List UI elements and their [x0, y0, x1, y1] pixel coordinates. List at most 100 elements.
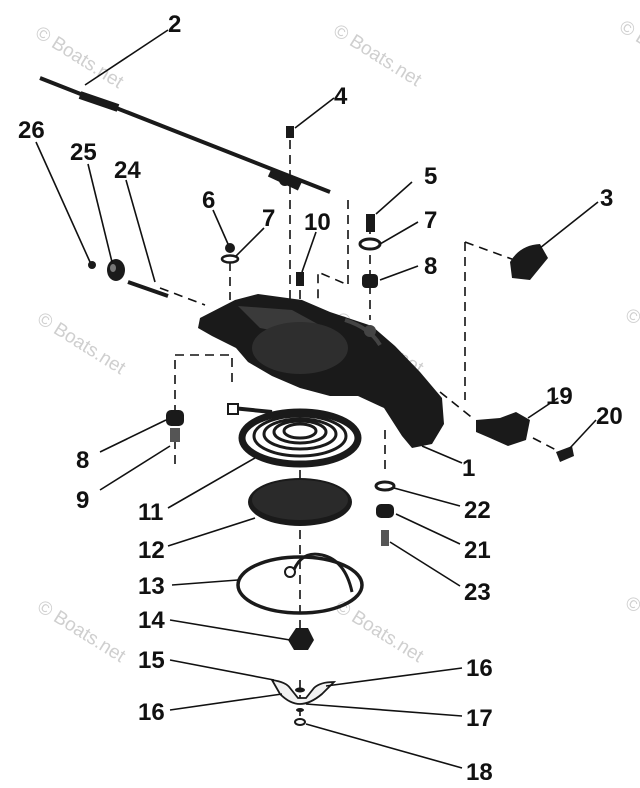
part-18-screw	[294, 718, 306, 726]
watermark-top-left: © Boats.net	[31, 22, 127, 93]
leader-14	[169, 619, 291, 641]
part-15-retainer	[270, 678, 337, 705]
part-8-spacer-right	[362, 274, 378, 288]
leader-9	[99, 445, 171, 491]
watermark-mid-left: © Boats.net	[33, 308, 129, 379]
watermark-bottom-left: © Boats.net	[33, 596, 129, 667]
leader-18	[305, 723, 463, 769]
guide-line-clip-20	[532, 437, 561, 453]
guide-line-spacer-8	[175, 354, 233, 385]
part-5-bolt	[366, 214, 375, 232]
callout-6: 6	[202, 187, 215, 214]
callout-8-right: 8	[424, 253, 437, 280]
leader-5	[375, 181, 413, 215]
leader-6	[212, 209, 229, 245]
callout-7-right: 7	[424, 207, 437, 234]
leader-2	[84, 29, 169, 86]
callout-16-right: 16	[466, 655, 493, 682]
watermark-top-center: © Boats.net	[329, 20, 425, 91]
callout-22: 22	[464, 497, 491, 524]
callout-18: 18	[466, 759, 493, 786]
guide-line-pawl-19	[439, 391, 476, 421]
leader-1	[421, 445, 463, 464]
part-7-washer-right	[358, 237, 382, 251]
callout-10: 10	[304, 209, 331, 236]
leader-24	[125, 179, 156, 283]
callout-23: 23	[464, 579, 491, 606]
assembly-guide-lines	[159, 140, 561, 716]
callout-8-left: 8	[76, 447, 89, 474]
part-12-pulley	[248, 478, 352, 526]
part-8-spacer-left	[166, 410, 184, 426]
part-9-bolt	[170, 428, 180, 442]
leader-20	[569, 419, 597, 449]
leader-7-right	[379, 221, 419, 245]
leader-lines	[35, 29, 599, 769]
callout-7-left: 7	[262, 205, 275, 232]
watermark-bottom-center: © Boats.net	[331, 596, 427, 667]
part-17-washer	[296, 708, 304, 712]
leader-8-right	[379, 265, 419, 281]
leader-11	[167, 457, 256, 509]
leader-10	[301, 231, 317, 273]
leader-15	[169, 659, 275, 681]
part-7-washer-left	[220, 254, 240, 264]
callout-11: 11	[138, 499, 163, 526]
watermark-bottom-right: © Boats.net	[621, 592, 640, 663]
part-19-pawl	[476, 412, 530, 446]
callout-26: 26	[18, 117, 45, 144]
leader-19	[527, 397, 559, 419]
leader-4	[294, 97, 335, 129]
leader-25	[87, 163, 113, 263]
part-10-screw	[296, 272, 304, 286]
watermark-top-right: © Boats.net	[615, 16, 640, 87]
part-23-bolt	[381, 530, 389, 546]
callout-21: 21	[464, 537, 491, 564]
guide-line-handle-top	[464, 241, 521, 263]
part-1-starter-housing	[198, 294, 444, 448]
leader-21	[395, 513, 461, 545]
callout-4: 4	[334, 83, 348, 110]
part-22-washer	[374, 480, 396, 492]
part-24-rod	[127, 280, 169, 298]
callout-20: 20	[596, 403, 623, 430]
leader-3	[539, 201, 599, 249]
part-14-drive-cam	[288, 628, 314, 650]
callout-9: 9	[76, 487, 89, 514]
callout-15: 15	[138, 647, 165, 674]
leader-8-left	[99, 419, 167, 453]
watermark-mid-right: © Boats.net	[621, 304, 640, 375]
leader-16-right	[325, 667, 463, 687]
part-3-starter-handle	[510, 244, 548, 280]
callout-25: 25	[70, 139, 97, 166]
leader-17	[305, 703, 463, 717]
part-13-starter-rope	[236, 552, 364, 615]
callout-17: 17	[466, 705, 493, 732]
part-2-cable-rod	[39, 76, 331, 194]
leader-22	[393, 487, 461, 507]
part-6-screw	[225, 243, 235, 253]
leader-16-left	[169, 693, 283, 711]
callout-24: 24	[114, 157, 141, 184]
part-11-rewind-spring	[227, 403, 362, 468]
callout-19: 19	[546, 383, 573, 410]
leader-13	[171, 579, 239, 586]
callout-14: 14	[138, 607, 165, 634]
callout-3: 3	[600, 185, 613, 212]
part-20-clip	[556, 446, 574, 462]
callout-1: 1	[462, 455, 475, 482]
leader-12	[167, 517, 256, 547]
callout-5: 5	[424, 163, 437, 190]
callout-2: 2	[168, 11, 181, 38]
callout-13: 13	[138, 573, 165, 600]
part-4-bolt	[286, 126, 294, 138]
callout-16-left: 16	[138, 699, 165, 726]
part-26-pin	[88, 261, 96, 269]
leader-7-left	[235, 227, 265, 257]
part-21-spacer	[376, 504, 394, 518]
callout-12: 12	[138, 537, 165, 564]
part-25-knob	[107, 259, 125, 281]
guide-line-rod-24	[159, 287, 206, 306]
leader-26	[35, 141, 91, 263]
